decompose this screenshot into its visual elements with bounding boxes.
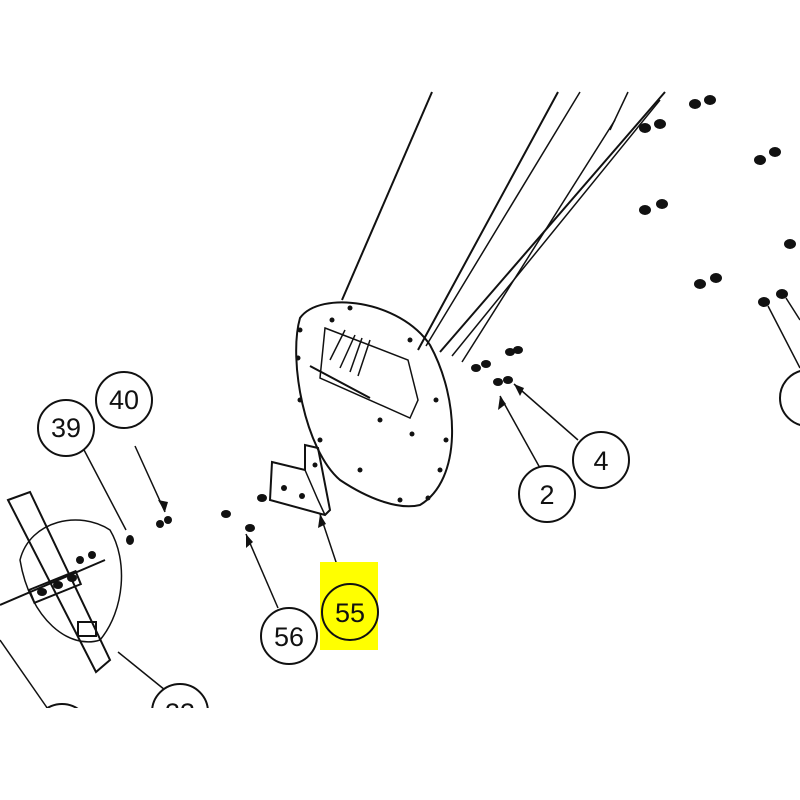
callout-2-label: 2	[539, 480, 554, 510]
callout-39: 39	[37, 399, 95, 457]
callout-56-label: 56	[274, 622, 304, 652]
callout-2: 2	[518, 465, 576, 523]
bracket-part	[268, 443, 332, 517]
leader-lines	[82, 383, 579, 609]
callout-4-label: 4	[593, 446, 608, 476]
callout-40-label: 40	[109, 385, 139, 415]
callout-4: 4	[572, 431, 630, 489]
chute-flange	[295, 301, 453, 508]
top-right-hardware	[639, 95, 800, 369]
hardware-screws	[126, 494, 267, 545]
left-plate-assembly	[0, 490, 166, 713]
bottom-crop-mask	[0, 708, 800, 800]
callout-55-highlighted: 55	[320, 562, 379, 650]
callout-55-label: 55	[335, 598, 365, 628]
flange-hardware	[471, 346, 523, 386]
callout-partial-right	[779, 370, 800, 426]
callout-56: 56	[260, 607, 318, 665]
callout-40: 40	[95, 371, 153, 429]
callout-39-label: 39	[51, 413, 81, 443]
chute-tube	[341, 91, 666, 363]
